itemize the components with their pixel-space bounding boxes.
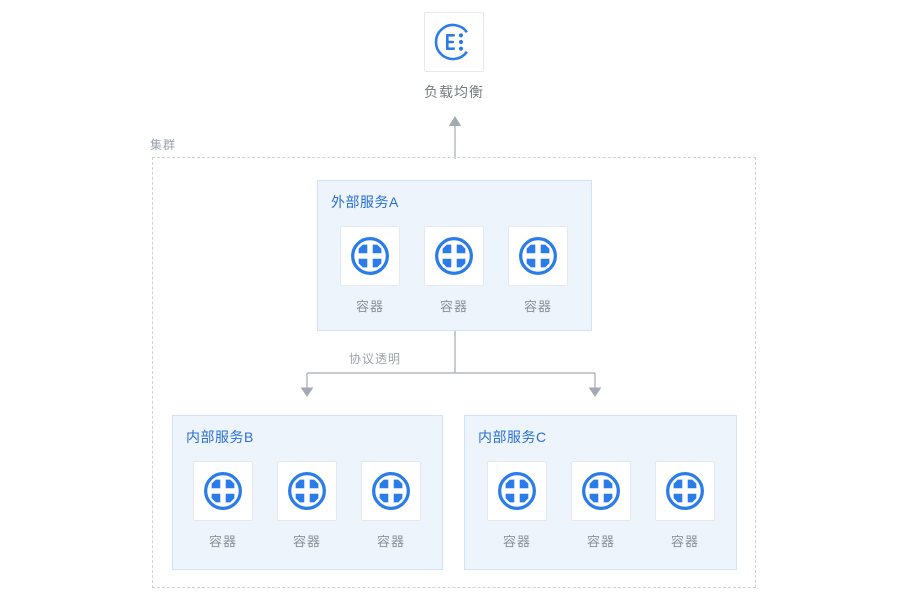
container-label: 容器 [208, 534, 237, 549]
container-icon [498, 472, 536, 510]
container-icon [372, 472, 410, 510]
cluster-label: 集群 [150, 138, 177, 152]
container-unit: 容器 [487, 461, 547, 550]
panel-title: 内部服务C [478, 429, 547, 445]
container-label: 容器 [376, 534, 405, 549]
container-label: 容器 [439, 299, 468, 314]
container-icon [666, 472, 704, 510]
container-unit: 容器 [655, 461, 715, 550]
container-icon [288, 472, 326, 510]
container-tile [277, 461, 337, 521]
arrow-up-connector [448, 116, 462, 159]
container-row: 容器 容器 容器 [487, 461, 715, 550]
container-icon [204, 472, 242, 510]
container-tile [571, 461, 631, 521]
container-tile [361, 461, 421, 521]
container-label: 容器 [292, 534, 321, 549]
container-label: 容器 [523, 299, 552, 314]
container-unit: 容器 [571, 461, 631, 550]
container-unit: 容器 [361, 461, 421, 550]
container-tile [424, 226, 484, 286]
container-label: 容器 [586, 534, 615, 549]
container-label: 容器 [502, 534, 531, 549]
container-label: 容器 [355, 299, 384, 314]
panel-title: 外部服务A [331, 194, 399, 210]
container-tile [508, 226, 568, 286]
cluster-boundary [152, 157, 756, 588]
container-icon [582, 472, 620, 510]
container-unit: 容器 [277, 461, 337, 550]
load-balancer-node [424, 12, 484, 72]
container-icon [519, 237, 557, 275]
service-panel-internal-b: 内部服务B 容器 容器 容器 [172, 415, 443, 570]
container-unit: 容器 [193, 461, 253, 550]
container-icon [351, 237, 389, 275]
container-icon [435, 237, 473, 275]
container-tile [340, 226, 400, 286]
service-panel-internal-c: 内部服务C 容器 容器 容器 [464, 415, 737, 570]
branch-connector [300, 331, 602, 397]
container-tile [487, 461, 547, 521]
protocol-transparent-label: 协议透明 [349, 352, 402, 366]
container-row: 容器 容器 容器 [193, 461, 421, 550]
panel-title: 内部服务B [186, 429, 254, 445]
service-panel-external-a: 外部服务A 容器 容器 容器 [317, 180, 592, 331]
container-tile [655, 461, 715, 521]
load-balancer-icon [434, 23, 469, 61]
container-unit: 容器 [508, 226, 568, 315]
container-unit: 容器 [424, 226, 484, 315]
load-balancer-label: 负载均衡 [424, 84, 484, 100]
container-row: 容器 容器 容器 [340, 226, 568, 315]
container-label: 容器 [670, 534, 699, 549]
container-tile [193, 461, 253, 521]
container-unit: 容器 [340, 226, 400, 315]
